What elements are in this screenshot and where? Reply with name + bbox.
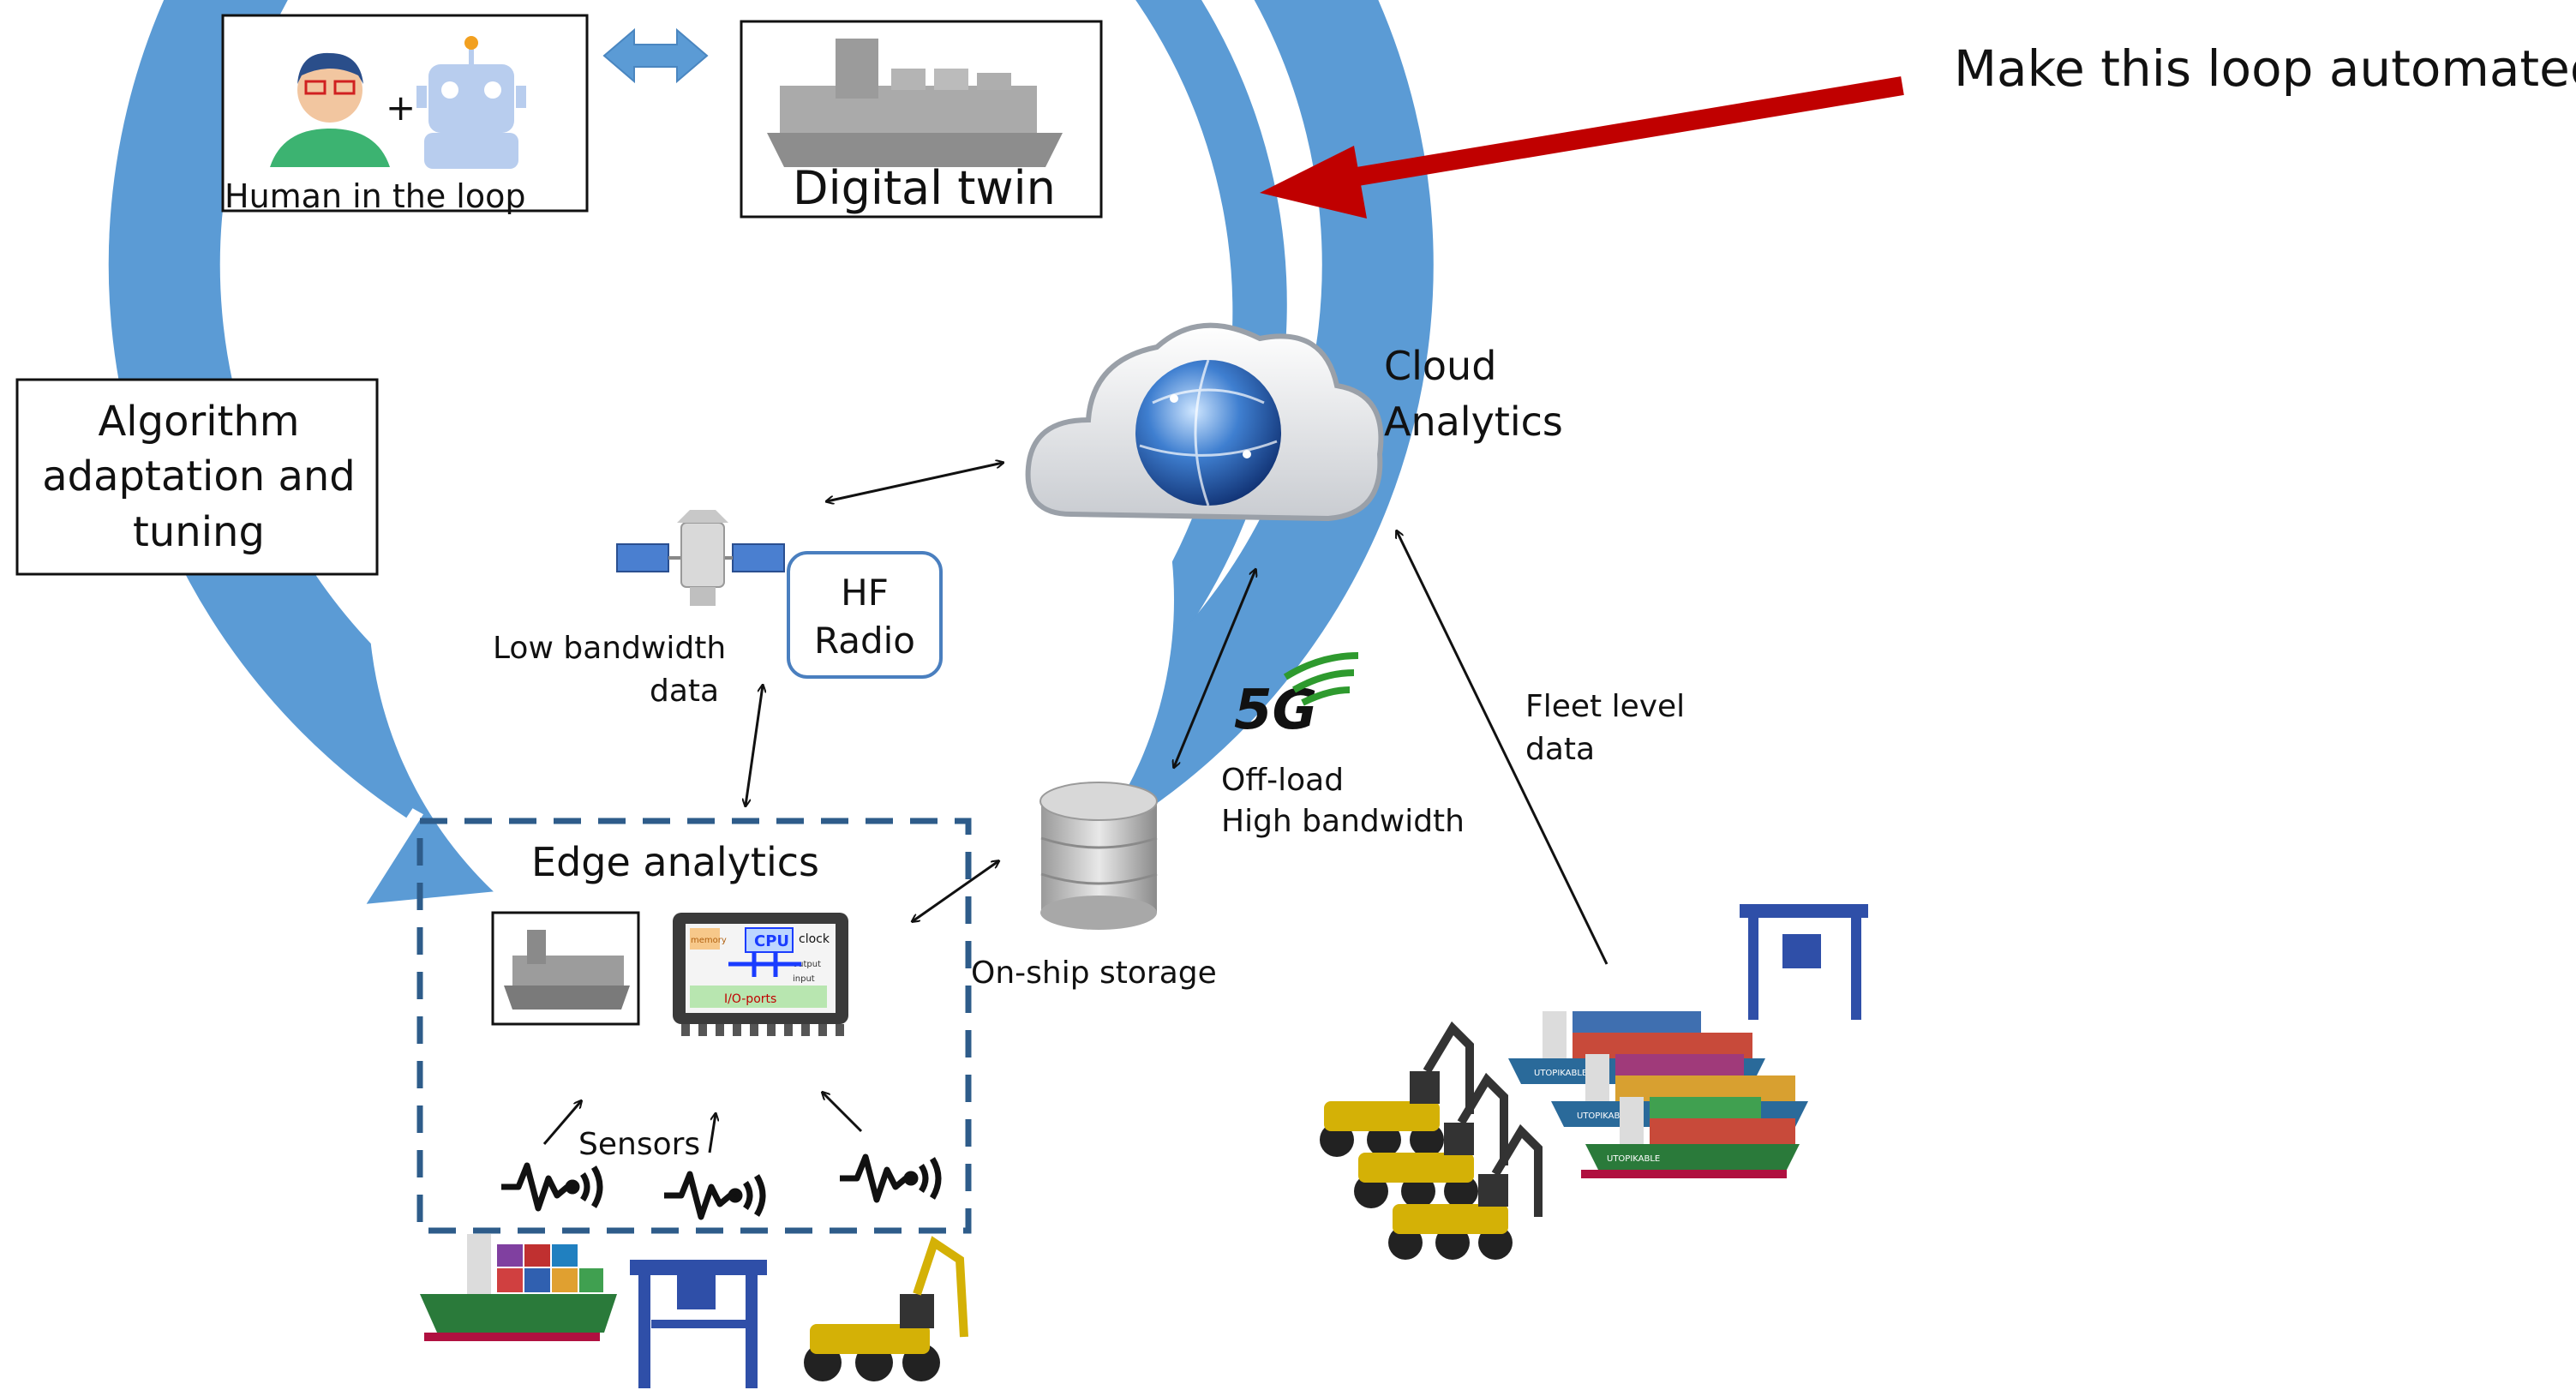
algorithm-line-3: tuning <box>133 508 265 556</box>
io-ports-text: I/O-ports <box>724 992 776 1006</box>
human-icon <box>270 52 390 167</box>
output-text: output <box>793 960 821 969</box>
cpu-text: CPU <box>754 932 789 950</box>
offload-label-2: High bandwidth <box>1221 804 1465 839</box>
fleet-crane-icon <box>1740 904 1868 1020</box>
fleet-ship-1-label: UTOPIKABLE <box>1534 1069 1587 1078</box>
sensors-label: Sensors <box>578 1127 700 1162</box>
ship-icon <box>767 39 1063 167</box>
fleet-label-2: data <box>1525 732 1595 767</box>
edge-ship-box <box>491 911 640 1026</box>
cloud-label-2: Analytics <box>1384 398 1563 445</box>
fleet-label-1: Fleet level <box>1525 689 1685 724</box>
fleet-ships: UTOPIKABLE UTOPIKABLE UTOPIKABLE <box>1508 1011 1808 1178</box>
loop-inner <box>368 197 1174 1003</box>
clock-text: clock <box>799 932 830 946</box>
offload-label-1: Off-load <box>1221 763 1344 798</box>
arrow-storage-cloud <box>1174 570 1255 767</box>
digital-twin-box: Digital twin <box>740 20 1103 219</box>
arrow-satellite-edge <box>746 686 763 806</box>
arrow-edge-storage <box>913 861 998 921</box>
sensor-icon-2 <box>664 1171 766 1220</box>
twin-human-double-arrow <box>602 27 709 84</box>
radio-label: Radio <box>814 620 915 662</box>
cloud-label-1: Cloud <box>1384 343 1496 389</box>
arrow-sensor-3 <box>823 1093 863 1133</box>
plus-sign: + <box>386 87 416 129</box>
edge-analytics-box: Edge analytics CPU clock I/O-port <box>416 818 972 1234</box>
globe-icon <box>1135 360 1281 506</box>
human-in-loop-box: + Human in the loop <box>221 14 589 215</box>
sensor-icon-3 <box>840 1153 942 1203</box>
container-ship-icon <box>420 1234 617 1341</box>
cpu-chip-icon: CPU clock I/O-ports memory output input <box>673 913 848 1036</box>
arrow-satellite-cloud <box>827 463 1003 501</box>
digital-twin-label: Digital twin <box>793 161 1056 215</box>
red-arrow <box>1260 76 1904 219</box>
fleet-ship-2-label: UTOPIKABLE <box>1577 1111 1630 1121</box>
fleet-ship-3: UTOPIKABLE <box>1581 1097 1800 1178</box>
database-icon <box>1039 782 1158 930</box>
harvester-icon <box>804 1236 968 1381</box>
fleet-harvester-1 <box>1320 1021 1474 1157</box>
hf-label: HF <box>841 572 889 614</box>
human-in-loop-label: Human in the loop <box>225 177 525 215</box>
5g-label: 5G <box>1234 679 1317 742</box>
edge-analytics-label: Edge analytics <box>531 839 819 885</box>
make-loop-automated-text: Make this loop automated! <box>1954 39 2576 98</box>
fleet-harvester-3 <box>1388 1123 1543 1260</box>
storage-label: On-ship storage <box>971 956 1217 991</box>
arrow-sensor-2 <box>708 1114 716 1153</box>
satellite-icon <box>616 510 785 606</box>
robot-icon <box>416 36 526 169</box>
memory-text: memory <box>691 936 727 945</box>
arrow-fleet-cloud <box>1397 531 1609 965</box>
algorithm-box: Algorithm adaptation and tuning <box>15 378 379 576</box>
hf-radio-box: HF Radio <box>787 551 943 679</box>
cloud-icon <box>1025 322 1384 522</box>
fleet-harvesters <box>1320 1021 1543 1260</box>
input-text: input <box>793 974 815 984</box>
fleet-ship-3-label: UTOPIKABLE <box>1607 1154 1660 1164</box>
5g-icon: 5G <box>1234 652 1359 742</box>
sensor-icon-1 <box>501 1162 603 1212</box>
algorithm-line-1: Algorithm <box>98 398 299 446</box>
low-bandwidth-label-1: Low bandwidth <box>493 631 726 666</box>
fleet-harvester-2 <box>1354 1072 1508 1208</box>
gantry-crane-icon <box>630 1260 767 1388</box>
algorithm-line-2: adaptation and <box>42 452 356 500</box>
low-bandwidth-label-2: data <box>650 674 719 709</box>
arrow-sensor-1 <box>542 1101 581 1145</box>
connector-arrows <box>746 463 1609 965</box>
